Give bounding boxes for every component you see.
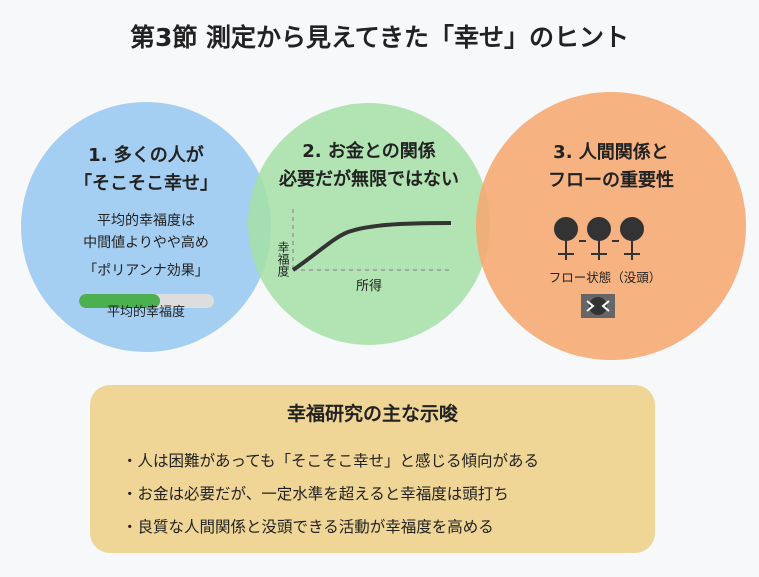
circle-text: 「ポリアンナ効果」 bbox=[83, 263, 209, 279]
circle-title: 必要だが無限ではない bbox=[279, 169, 459, 190]
circle-relationships: 3. 人間関係と フローの重要性 フロー状態（没頭） bbox=[476, 92, 746, 360]
income-happiness-chart bbox=[291, 209, 452, 272]
list-item: ・お金は必要だが、一定水準を超えると幸福度は頭打ち bbox=[122, 485, 509, 503]
summary-box: 幸福研究の主な示唆 ・人は困難があっても「そこそこ幸せ」と感じる傾向がある ・お… bbox=[90, 385, 655, 553]
circle-happiness-level: 1. 多くの人が 「そこそこ幸せ」 平均的幸福度は 中間値よりやや高め 「ポリア… bbox=[21, 102, 271, 352]
bar-label: 平均的幸福度 bbox=[106, 305, 185, 320]
happiness-progress-bar bbox=[79, 294, 214, 308]
circle-title: フローの重要性 bbox=[548, 170, 674, 191]
list-item: ・良質な人間関係と没頭できる活動が幸福度を高める bbox=[122, 518, 494, 536]
page-title: 第3節 測定から見えてきた「幸せ」のヒント bbox=[129, 23, 630, 52]
circle-text: 平均的幸福度は bbox=[97, 213, 195, 229]
x-axis-label: 所得 bbox=[356, 279, 383, 294]
summary-list: ・人は困難があっても「そこそこ幸せ」と感じる傾向がある ・お金は必要だが、一定水… bbox=[122, 445, 539, 544]
circle-title: 「そこそこ幸せ」 bbox=[74, 173, 218, 194]
flow-caption: フロー状態（没頭） bbox=[548, 270, 662, 285]
circle-money: 2. お金との関係 必要だが無限ではない 幸福度 所得 bbox=[248, 103, 490, 345]
focus-icon bbox=[581, 294, 615, 318]
circle-text: 中間値よりやや高め bbox=[83, 235, 209, 251]
y-axis-label: 幸福度 bbox=[276, 241, 290, 277]
circle-title: 3. 人間関係と bbox=[553, 142, 669, 163]
list-item: ・人は困難があっても「そこそこ幸せ」と感じる傾向がある bbox=[122, 452, 539, 470]
summary-title: 幸福研究の主な示唆 bbox=[286, 403, 458, 425]
people-icon bbox=[554, 217, 644, 260]
circle-title: 1. 多くの人が bbox=[88, 145, 204, 166]
circle-title: 2. お金との関係 bbox=[302, 141, 436, 162]
curve bbox=[291, 221, 452, 272]
progress-fill bbox=[79, 294, 160, 308]
